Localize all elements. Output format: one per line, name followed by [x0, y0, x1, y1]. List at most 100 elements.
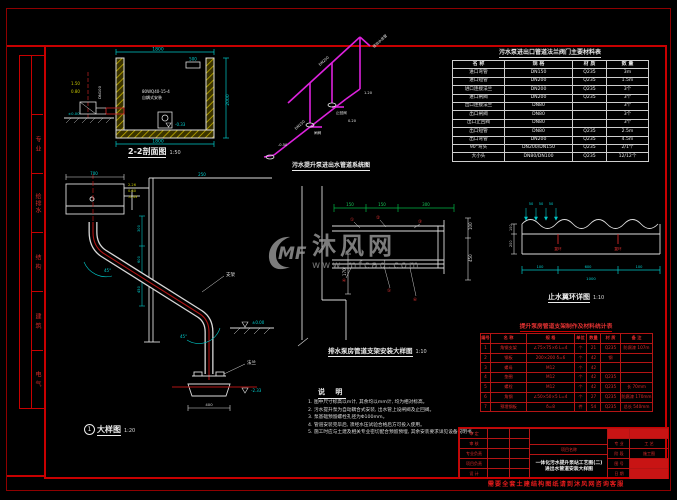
- table-cell: Q235: [600, 391, 621, 403]
- table-cell: DN200: [504, 93, 573, 103]
- table-cell: 进口闸阀: [452, 93, 505, 103]
- part-marker: ⑤: [387, 288, 391, 294]
- watermark-logo-icon: MF: [268, 236, 307, 270]
- dim-label: 450: [468, 254, 473, 262]
- table-cell: 单位: [574, 333, 587, 344]
- level-label: -0.33: [175, 122, 186, 127]
- table-cell: DN200/DN150: [504, 143, 573, 154]
- title-block-label: 设 计: [459, 468, 488, 479]
- date-label: 日 期: [607, 468, 630, 479]
- table-cell: 2: [480, 352, 491, 364]
- dim-label: 1800: [152, 139, 164, 145]
- level-label: 1.50: [71, 81, 80, 86]
- table-cell: Q235: [572, 93, 607, 103]
- level-label: 0.20: [348, 119, 357, 123]
- table-cell: 5: [480, 381, 491, 393]
- title-block: 审 定 审 核 专业负责 项目负责 设 计 项目名称 一体化污水提升泵站工艺图(…: [458, 427, 669, 479]
- title-block-cell: [487, 468, 510, 479]
- part-marker: ⑥: [413, 297, 417, 303]
- bottom-dimension: [521, 266, 661, 274]
- tank-dimensions: [115, 49, 229, 147]
- part-marker: ③: [418, 219, 422, 225]
- dim-label: 300: [422, 202, 430, 207]
- pipe-body: [88, 222, 214, 380]
- leader-line: [201, 275, 225, 293]
- watermark-logo-text: MF: [278, 244, 307, 264]
- collar-band: [521, 219, 661, 255]
- sign-label: 专 业: [32, 114, 43, 173]
- leader-line: [223, 363, 246, 375]
- part-marker: ②: [376, 215, 380, 221]
- dim-label: 300: [137, 224, 141, 232]
- valve-label: 止回阀: [336, 110, 347, 115]
- title-block-redacted-cell: [629, 468, 668, 479]
- table-cell: DN80: [504, 101, 573, 112]
- dim-label: 170: [342, 268, 347, 276]
- main-drawing-frame: [44, 45, 667, 479]
- title-block-cell: [529, 428, 608, 445]
- table-cell: DN80: [504, 118, 573, 129]
- table-cell: 1: [480, 342, 491, 354]
- stage-label: 阶 段: [607, 448, 630, 459]
- level-label: 0.80: [71, 89, 80, 94]
- table-cell: 3个: [606, 101, 649, 112]
- table-cell: 防腐漆 170mm: [620, 391, 653, 403]
- drawing-title: 一体化污水提升泵站工艺图(二) 进出水管道安装大样图: [529, 454, 608, 479]
- table-cell: Q235: [600, 381, 621, 393]
- level-label: ±0.00: [68, 111, 80, 116]
- dim-label: 100: [636, 265, 644, 269]
- level-symbol: [165, 122, 172, 128]
- green-dimension: [333, 204, 455, 212]
- table-cell: Q235: [572, 143, 607, 154]
- table-cell: DN80/DN100: [504, 152, 573, 162]
- title-block-label: 专业负责: [459, 448, 488, 459]
- watermark: MF 沐风网 www.mfcad.com: [266, 221, 444, 283]
- iso-diagram-caption: 污水提升泵进出水管道系统图: [292, 160, 371, 171]
- table-cell: 规 格: [526, 333, 575, 344]
- watermark-brand: 沐风网: [312, 231, 396, 260]
- table-cell: 个: [574, 362, 587, 374]
- stage-value: 施工图: [629, 448, 668, 459]
- ring-label: 翼环: [554, 247, 562, 251]
- table-cell: 出口弯管: [452, 135, 505, 145]
- table-cell: 3: [480, 362, 491, 374]
- caption-text: 止水翼环详图: [548, 293, 590, 303]
- wall-lines: [297, 186, 347, 347]
- materials-table-title-text: 污水泵进出口管道法兰阀门主要材料表: [498, 49, 601, 58]
- level-label: -0.43: [128, 195, 137, 199]
- table-cell: 钢: [600, 352, 621, 364]
- table-cell: Q235: [600, 372, 621, 383]
- table-cell: 出口闸阀: [452, 110, 505, 120]
- table-cell: 备 注: [620, 333, 653, 344]
- pipe-label: DN200: [318, 55, 330, 67]
- level-symbol: [241, 387, 249, 394]
- title-block-label: 审 核: [459, 438, 488, 449]
- dim-label: 500: [189, 57, 197, 62]
- table-cell: 大小头: [452, 152, 505, 162]
- table-cell: 进口连接法兰: [452, 85, 505, 95]
- specialty-label: 专 业: [607, 438, 630, 449]
- pipe-detail-drawing: 700 2.26 0.80 -0.43 250 300 600 450: [65, 171, 274, 411]
- table-cell: 预埋钢板: [490, 401, 527, 413]
- levels: 2.26 0.80 -0.43: [128, 183, 137, 199]
- level-label: 0.80: [128, 189, 137, 193]
- table-cell: Q235: [572, 127, 607, 137]
- table-cell: 名 称: [490, 333, 527, 344]
- table-cell: 200×200 δ=6: [526, 352, 575, 364]
- isometric-piping-diagram: 接出水总管 DN200 DN150 1.20 0.20 -0.50 闸阀 止回阀: [263, 33, 388, 160]
- sign-label: 电 气: [32, 350, 43, 408]
- table-cell: 出口止回阀: [452, 118, 505, 129]
- tank-walls: [115, 57, 215, 139]
- sign-label: 给排水: [32, 173, 43, 232]
- angle-label: 45°: [180, 334, 187, 339]
- frame-segment-bottom: [7, 475, 44, 477]
- table-cell: 材 质: [600, 333, 621, 344]
- level-label: ±0.00: [252, 320, 265, 325]
- table-cell: δ=8: [526, 401, 575, 413]
- note-item: 4. 管道安装完毕后, 须经水压试验合格后方可投入使用。: [308, 422, 425, 428]
- equipment-box: [65, 183, 149, 215]
